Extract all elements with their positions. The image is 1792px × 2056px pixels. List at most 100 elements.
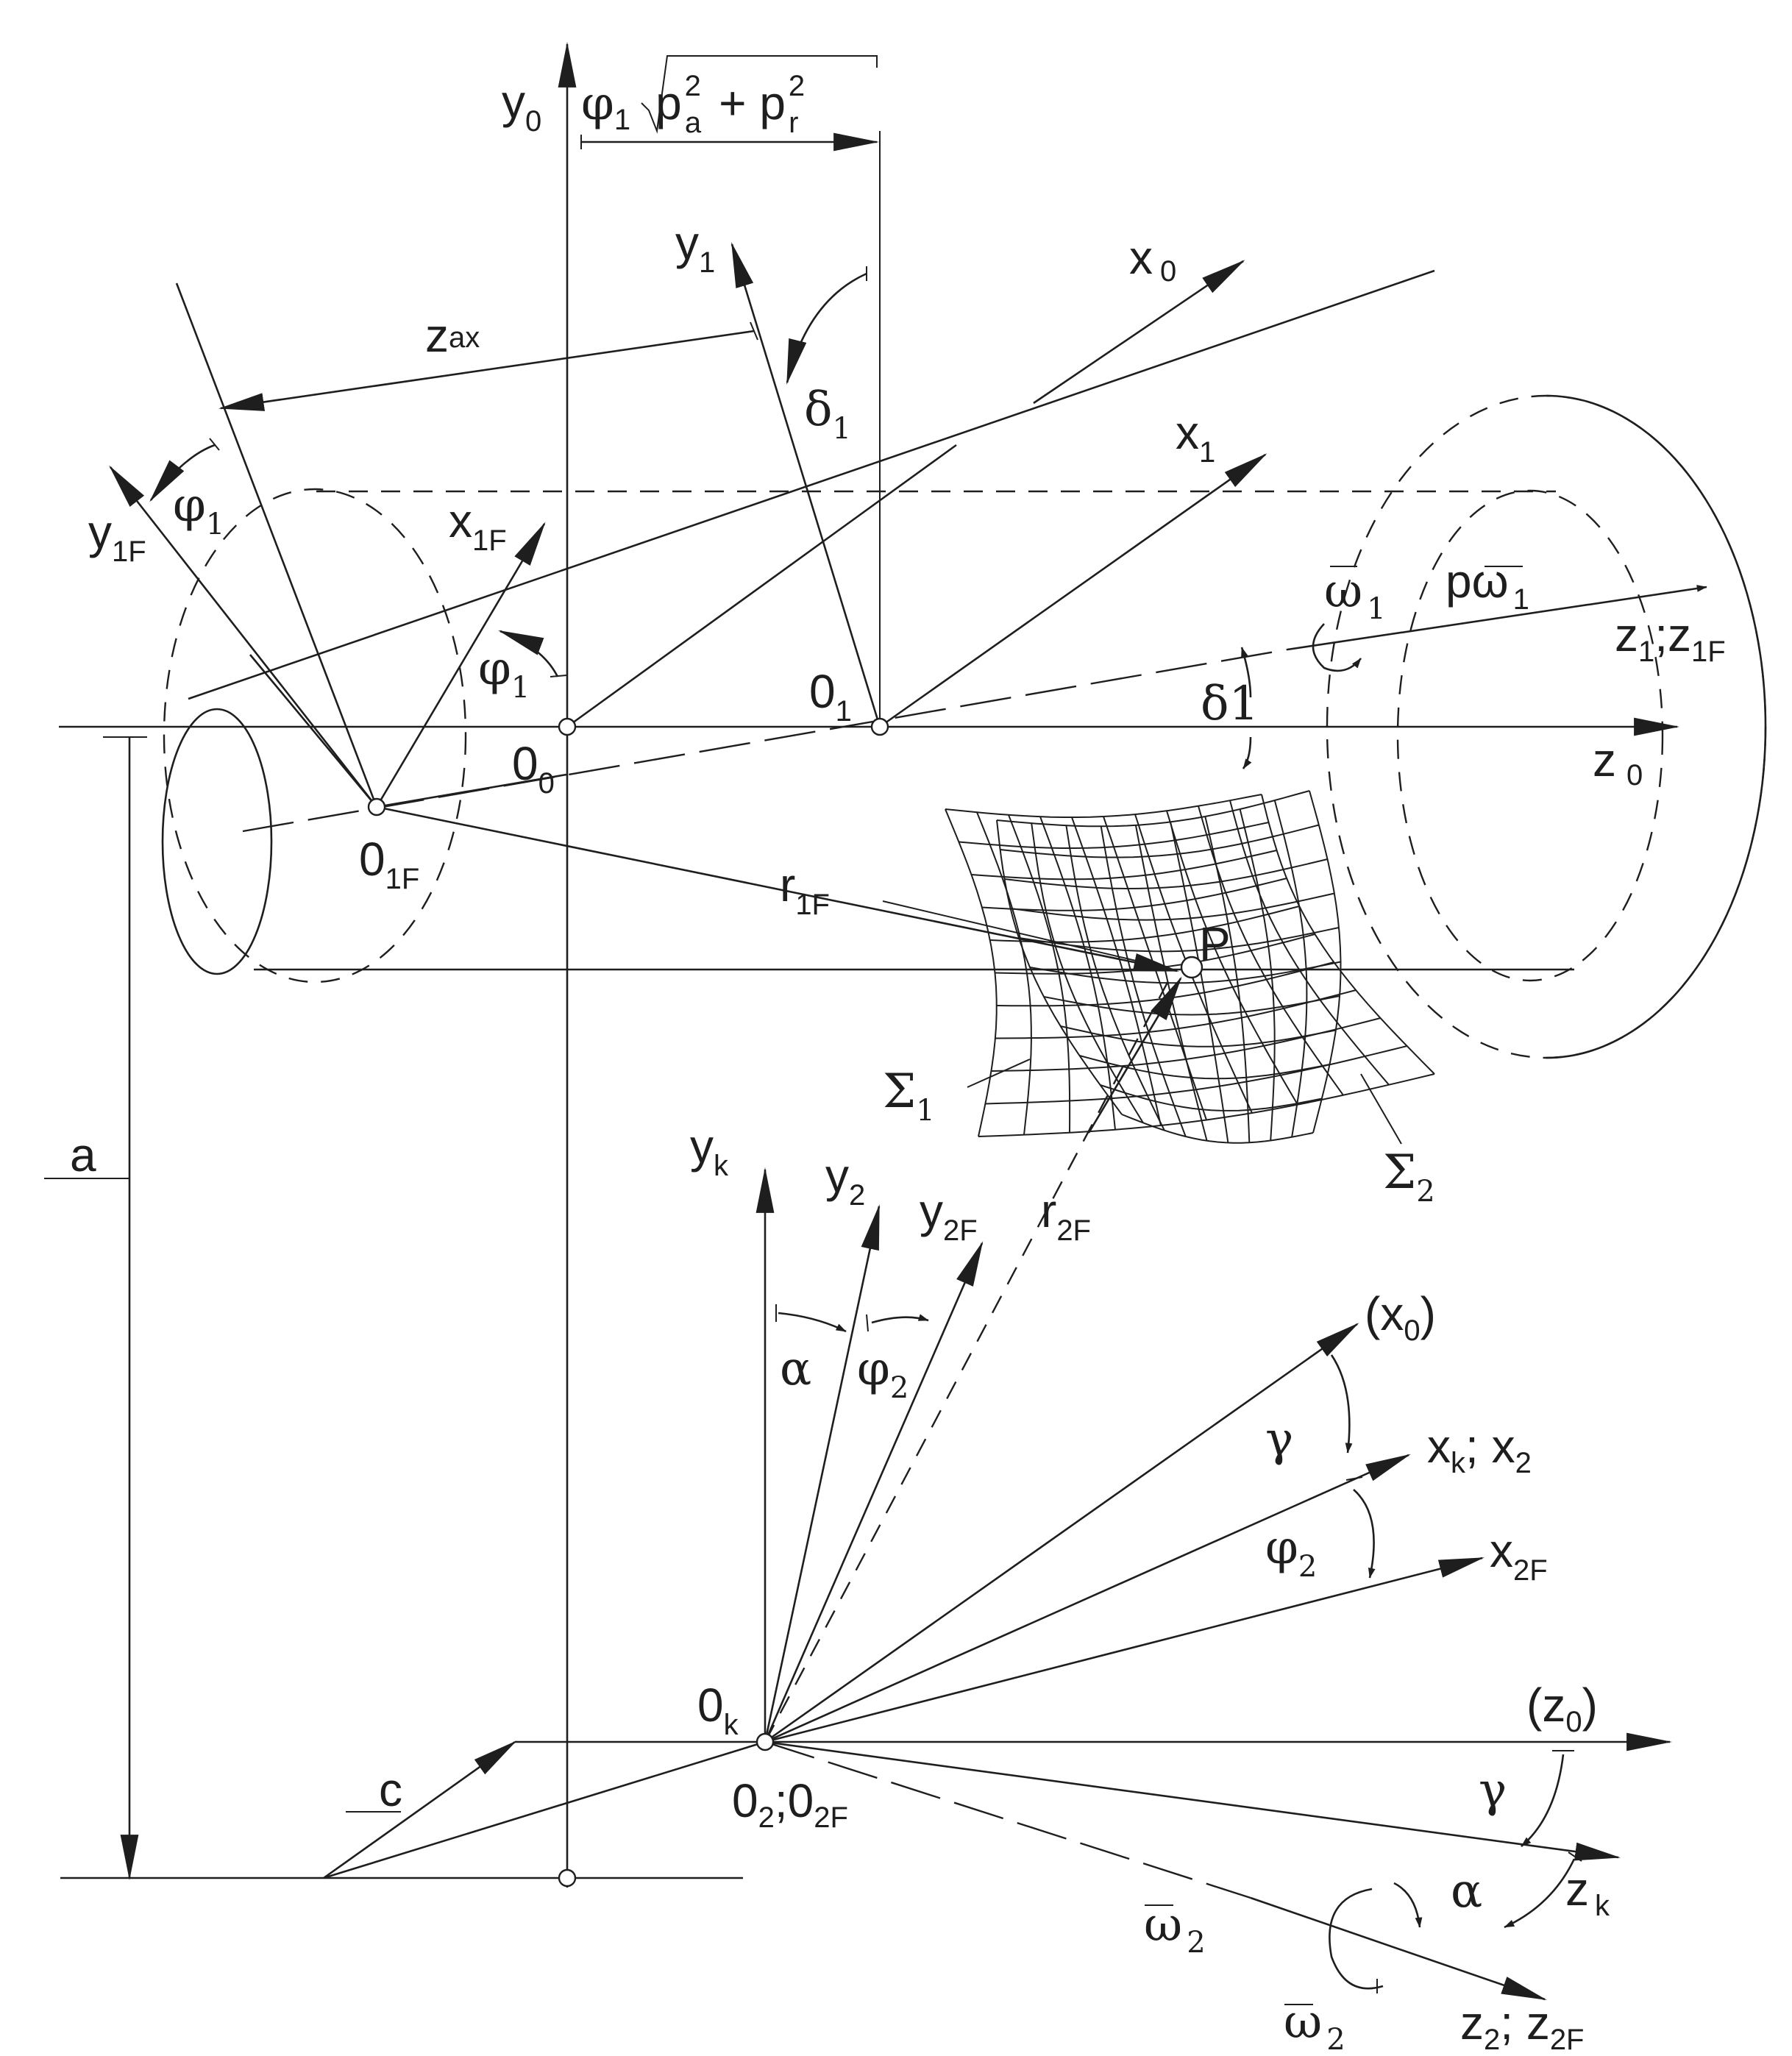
surface-grid-line [989, 906, 1300, 943]
surface-grid-line [1029, 961, 1341, 984]
svg-text:x1: x1 [1176, 406, 1215, 469]
svg-text:x0: x0 [1129, 231, 1176, 288]
svg-text:γ: γ [1479, 1763, 1507, 1818]
svg-text:δ1: δ1 [804, 383, 851, 446]
svg-text:r1F: r1F [780, 858, 830, 921]
svg-text:φ1: φ1 [173, 478, 224, 541]
svg-text:z2; z2F: z2; z2F [1460, 1996, 1585, 2056]
point-bottom [558, 1868, 577, 1888]
svg-text:φ2: φ2 [1265, 1520, 1317, 1584]
omega1-rotation [1312, 623, 1362, 672]
surface-grid-line [971, 850, 1277, 881]
surface-grid-line [945, 808, 998, 1137]
surface-grid-line [996, 790, 1310, 828]
label-xk-x2: xk; x2 [1427, 1420, 1532, 1479]
svg-text:ω2: ω2 [1284, 1995, 1345, 2056]
svg-text:P: P [1199, 917, 1231, 970]
svg-text:zax: zax [425, 309, 480, 362]
label-o1f: 01F [359, 833, 419, 895]
point-o1 [870, 717, 889, 736]
surface-grid-line [959, 822, 1269, 849]
gamma-arc-bottom [1521, 1754, 1565, 1847]
svg-text:01F: 01F [359, 833, 419, 895]
label-y2: y2 [825, 1149, 865, 1212]
label-y1: y1 [675, 216, 715, 279]
surface-grid-line [995, 989, 1357, 1039]
svg-text:z0: z0 [1593, 733, 1643, 792]
dimension-zax [218, 321, 758, 411]
dimension-phi1-sqrt [580, 132, 880, 152]
surface-sigma2 [996, 790, 1342, 1144]
delta1-arc-right-up [1240, 647, 1252, 698]
label-ok: 0k [697, 1679, 739, 1741]
svg-text:yk: yk [690, 1120, 729, 1182]
omega2-rotation-arrow [1393, 1882, 1423, 1928]
gamma-arc-top [1330, 1354, 1353, 1454]
label-yk: yk [690, 1120, 729, 1182]
svg-text:x2F: x2F [1490, 1524, 1548, 1587]
dimension-a [44, 737, 139, 1881]
svg-text:a: a [70, 1128, 96, 1181]
alpha-arc-bottom [1504, 1858, 1576, 1929]
label-phi1-mid: φ1 [478, 641, 530, 705]
label-delta1-right: δ1 [1201, 677, 1259, 731]
label-phi1-top: φ1 [173, 478, 224, 541]
surface-sigma1 [945, 794, 1435, 1137]
svg-text:r2F: r2F [1041, 1184, 1091, 1247]
svg-text:ω2: ω2 [1144, 1898, 1206, 1960]
surface-grid-line [1010, 892, 1335, 921]
delta1-arc-top [786, 272, 867, 385]
label-y0: y0 [502, 75, 541, 138]
svg-text:zk: zk [1565, 1863, 1610, 1922]
surface-grid-line [978, 1073, 1435, 1137]
label-gamma-bottom: γ [1479, 1763, 1507, 1818]
svg-text:x1F: x1F [449, 494, 507, 557]
sigma2-leader [1360, 1073, 1402, 1145]
omega2-rotation [1329, 1888, 1384, 1990]
label-o2-o2f: 02;02F [732, 1774, 848, 1834]
label-a: a [70, 1128, 96, 1181]
svg-text:0k: 0k [697, 1679, 739, 1741]
surface-grid-line [991, 1017, 1381, 1072]
svg-text:y2F: y2F [920, 1184, 978, 1247]
label-z1z1f: z1;z1F [1615, 608, 1726, 668]
surface-grid-line [1065, 825, 1165, 1131]
z1-axis [242, 585, 1707, 833]
pitch-cylinder [163, 488, 1664, 983]
svg-text:c: c [379, 1763, 402, 1816]
label-c: c [379, 1763, 402, 1816]
label-r1f: r1F [780, 858, 830, 921]
surface-grid-line [1000, 824, 1320, 858]
phi2-arc-top [871, 1314, 929, 1324]
svg-text:y1F: y1F [88, 505, 146, 568]
sigma1-leader [967, 1059, 1031, 1088]
label-delta1-top: δ1 [804, 383, 851, 446]
label-o1: 01 [809, 665, 852, 728]
surface-grid-line [1229, 800, 1390, 1086]
label-alpha-top: α [780, 1342, 811, 1396]
phi1-arc-top [149, 444, 216, 502]
surface-grid-line [945, 794, 1262, 818]
svg-text:ω1: ω1 [1324, 564, 1386, 626]
surface-grid-line [1004, 858, 1328, 890]
point-o1f [367, 797, 386, 817]
svg-text:y1: y1 [675, 216, 715, 279]
phi2-arc-right [1353, 1489, 1376, 1579]
svg-text:y2: y2 [825, 1149, 865, 1212]
point-p [1180, 956, 1203, 979]
sqrt-sign [641, 55, 878, 134]
r2f-vector [764, 976, 1182, 1743]
label-gamma-top: γ [1265, 1412, 1293, 1467]
surface-grid-line [1043, 995, 1340, 1016]
gear2-frame [323, 1167, 1673, 2001]
svg-text:(z0): (z0) [1526, 1679, 1598, 1738]
label-alpha-bottom: α [1451, 1864, 1482, 1918]
label-o0: 00 [512, 737, 555, 800]
